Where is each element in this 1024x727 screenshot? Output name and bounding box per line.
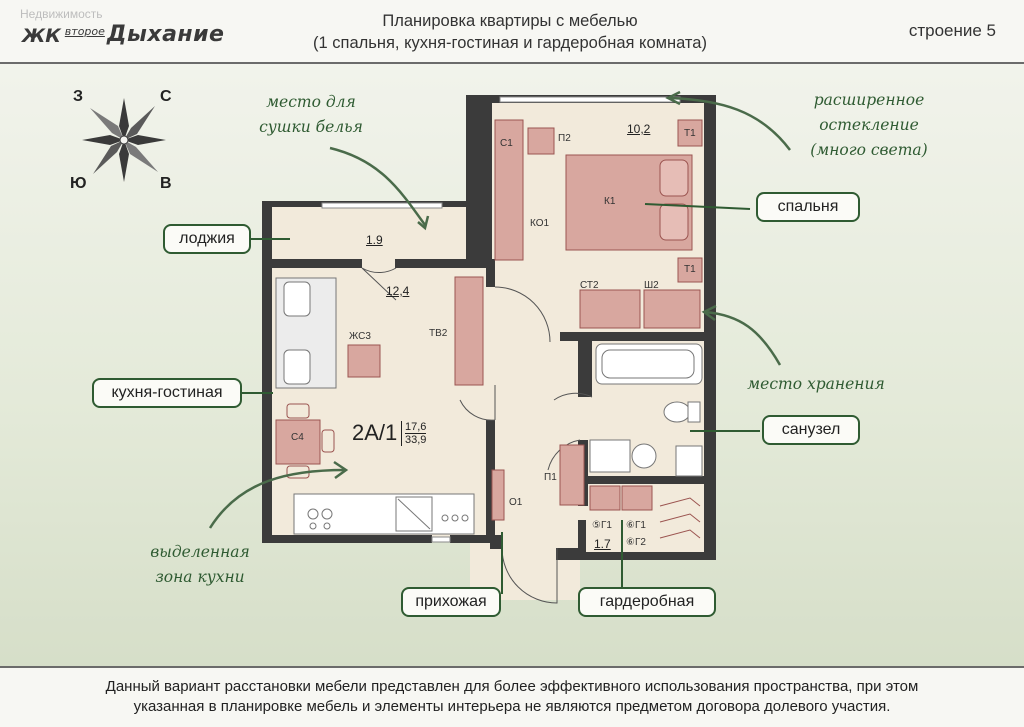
building-label: строение 5 <box>908 21 996 40</box>
wardrobe-area: 1.7 <box>594 537 611 551</box>
apartment-code: 2А/1 <box>352 420 398 445</box>
bathroom-fixtures <box>589 343 703 477</box>
title-line-2: (1 спальня, кухня-гостиная и гардеробная… <box>313 34 707 52</box>
label-g1-a: ⑤Г1 <box>592 520 612 531</box>
label-sh2: Ш2 <box>644 280 659 291</box>
note-drying: место для сушки белья <box>246 90 376 140</box>
footer-disclaimer: Данный вариант расстановки мебели предст… <box>0 666 1024 727</box>
label-st2: СТ2 <box>580 280 599 291</box>
tag-hallway: прихожая <box>401 587 501 617</box>
tag-loggia: лоджия <box>163 224 251 254</box>
note-kitchen-zone: выделенная зона кухни <box>130 540 270 590</box>
apartment-areas: 17,6 33,9 <box>401 421 427 446</box>
logo-prefix: ЖК <box>22 25 61 47</box>
callout-lines <box>240 203 760 594</box>
kitchen-counter <box>293 493 475 535</box>
note-kitchen-line-2: зона кухни <box>155 568 245 586</box>
compass-south: Ю <box>70 175 87 192</box>
watermark: Недвижимость <box>20 7 103 21</box>
tag-bedroom: спальня <box>756 192 860 222</box>
logo: ЖК второе Дыхание <box>22 21 224 47</box>
disclaimer-text: Данный вариант расстановки мебели предст… <box>30 677 994 717</box>
compass-north: С <box>160 88 172 105</box>
disclaimer-line-1: Данный вариант расстановки мебели предст… <box>105 678 919 695</box>
bedroom-area: 10,2 <box>627 122 651 136</box>
furniture <box>275 119 703 521</box>
bedroom-wardrobe <box>494 119 524 261</box>
note-storage: место хранения <box>747 375 885 393</box>
tag-kitchen-living: кухня-гостиная <box>92 378 242 408</box>
label-tv2: ТВ2 <box>429 328 448 339</box>
label-g1-b: ⑥Г1 <box>626 520 646 531</box>
note-glazing-line-2: остекление <box>819 116 919 134</box>
label-o1: О1 <box>509 497 523 508</box>
living-area: 12,4 <box>386 284 410 298</box>
tag-wardrobe: гардеробная <box>578 587 716 617</box>
pillow <box>659 203 689 241</box>
compass-west: З <box>73 88 84 105</box>
note-glazing-line-3: (много света) <box>810 141 928 159</box>
wardrobe-shelves <box>589 485 701 539</box>
living-total: 17,6 <box>405 421 427 434</box>
label-k1: К1 <box>604 196 616 207</box>
bedroom-ottoman <box>527 127 555 155</box>
label-t1-top: Т1 <box>684 128 696 139</box>
loggia-area: 1.9 <box>366 233 383 247</box>
title-line-1: Планировка квартиры с мебелью <box>382 12 638 30</box>
disclaimer-line-2: указанная в планировке мебель и элементы… <box>133 698 891 715</box>
note-drying-line-2: сушки белья <box>259 118 363 136</box>
label-c1: С1 <box>500 138 513 149</box>
page-title: Планировка квартиры с мебелью (1 спальня… <box>250 10 770 54</box>
logo-main: Дыхание <box>106 22 225 47</box>
label-zhs3: ЖС3 <box>349 331 371 342</box>
doors <box>361 267 593 604</box>
compass-icon <box>82 98 166 182</box>
total-area: 33,9 <box>405 434 427 446</box>
note-drying-line-1: место для <box>266 93 356 111</box>
logo-small: второе <box>64 25 105 38</box>
pillow <box>659 159 689 197</box>
label-ko1: КО1 <box>530 218 550 229</box>
note-glazing: расширенное остекление (много света) <box>794 88 944 163</box>
label-c4: С4 <box>291 432 304 443</box>
tag-bathroom: санузел <box>762 415 860 445</box>
note-arrows <box>208 90 791 529</box>
label-p2: П2 <box>558 133 571 144</box>
label-p1: П1 <box>544 472 557 483</box>
compass-east: В <box>160 175 172 192</box>
label-g2: ⑥Г2 <box>626 537 646 548</box>
header-bar: Недвижимость ЖК второе Дыхание Планировк… <box>0 0 1024 64</box>
note-glazing-line-1: расширенное <box>813 91 925 109</box>
note-kitchen-line-1: выделенная <box>150 543 250 561</box>
label-t1-bottom: Т1 <box>684 264 696 275</box>
